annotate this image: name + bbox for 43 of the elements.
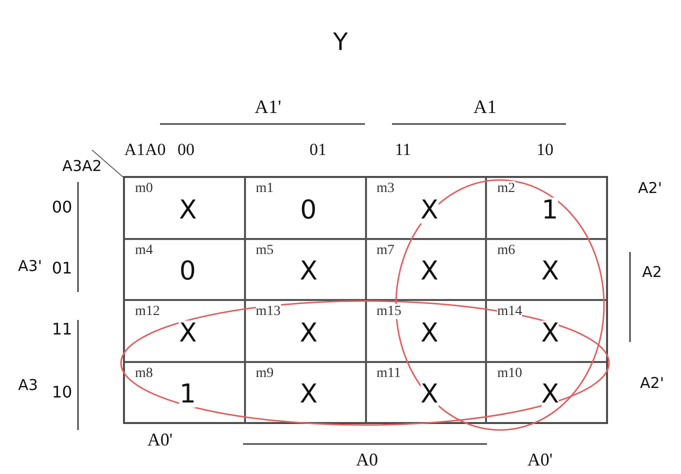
map-cell [244, 238, 366, 300]
map-cell [486, 300, 607, 362]
axis-label: 11 [394, 140, 412, 160]
cell-value: X [420, 197, 438, 224]
axis-label: A0' [147, 430, 173, 450]
map-cell [366, 177, 486, 238]
cell-value: X [420, 382, 438, 408]
axis-label: 10 [52, 382, 72, 402]
axis-label: A2 [642, 263, 662, 281]
axis-label: A1A0 [124, 140, 166, 160]
map-title: Y [332, 28, 349, 56]
map-cell [366, 300, 486, 362]
map-cell [244, 300, 366, 362]
map-cell [486, 238, 607, 300]
axis-label: 01 [52, 258, 72, 278]
cell-value: X [541, 382, 560, 408]
axis-label: 00 [178, 140, 194, 160]
axis-label: A3A2 [62, 157, 102, 175]
cell-value: 1 [179, 382, 196, 408]
map-cell [124, 177, 245, 238]
axis-label: A1 [473, 97, 497, 119]
axis-label: A3' [18, 257, 42, 275]
map-cell [486, 177, 607, 238]
axis-label: A3 [18, 376, 38, 394]
map-cell [124, 300, 245, 362]
axis-label: A2' [640, 374, 664, 392]
map-cell [244, 362, 366, 423]
axis-label: A0 [356, 450, 378, 470]
map-cell [124, 238, 245, 300]
map-cell [366, 362, 486, 423]
axis-label: 00 [52, 198, 72, 216]
axis-label: 11 [52, 320, 72, 338]
minterm-label: m14 [497, 304, 522, 320]
map-cell [486, 362, 607, 423]
minterm-label: m15 [376, 304, 402, 320]
axis-label: 10 [536, 140, 554, 160]
axis-label: A0' [527, 450, 553, 470]
map-cell [366, 238, 486, 300]
axis-label: A1' [254, 97, 282, 119]
axis-label: A2' [638, 179, 662, 197]
map-cell [244, 177, 366, 238]
axis-label: 01 [310, 140, 326, 160]
map-cell [124, 362, 245, 423]
